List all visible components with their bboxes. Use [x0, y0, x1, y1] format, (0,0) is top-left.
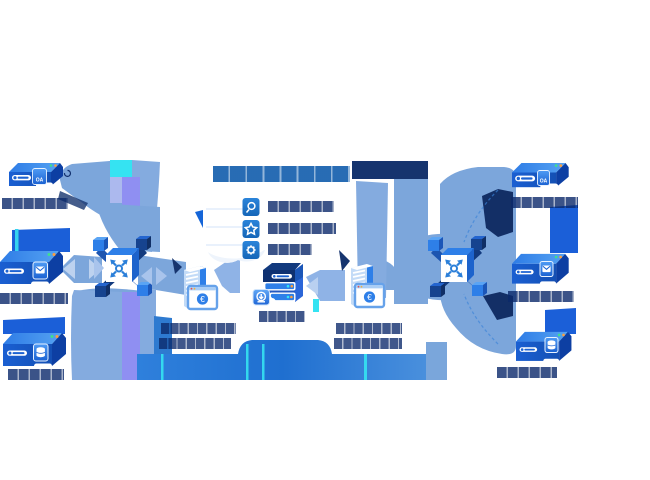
- svg-text:OA: OA: [540, 179, 548, 185]
- svg-text:OA: OA: [36, 178, 44, 184]
